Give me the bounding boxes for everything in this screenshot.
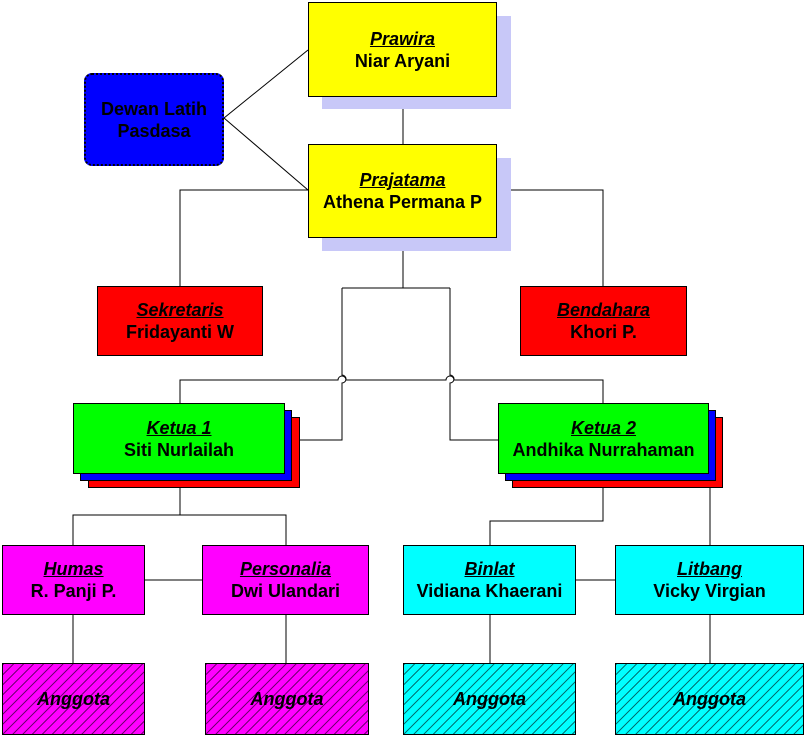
litbang-name: Vicky Virgian xyxy=(653,581,766,601)
litbang-role: Litbang xyxy=(677,559,742,579)
humas-name: R. Panji P. xyxy=(30,581,117,601)
binlat-box: Binlat Vidiana Khaerani xyxy=(403,545,576,615)
ketua1-box: Ketua 1 Siti Nurlailah xyxy=(73,403,285,474)
prawira-box: Prawira Niar Aryani xyxy=(308,2,497,97)
litbang-box: Litbang Vicky Virgian xyxy=(615,545,804,615)
prajatama-box: Prajatama Athena Permana P xyxy=(308,144,497,238)
dewan-latih-line2: Pasdasa xyxy=(117,120,191,141)
bendahara-role: Bendahara xyxy=(556,300,651,320)
anggota-litbang-box: Anggota xyxy=(615,663,804,735)
ketua1-role: Ketua 1 xyxy=(146,417,212,438)
prawira-role: Prawira xyxy=(369,28,436,49)
personalia-box: Personalia Dwi Ulandari xyxy=(202,545,369,615)
sekretaris-role: Sekretaris xyxy=(136,300,224,320)
binlat-role: Binlat xyxy=(464,559,515,579)
humas-box: Humas R. Panji P. xyxy=(2,545,145,615)
prajatama-name: Athena Permana P xyxy=(322,192,483,212)
humas-role: Humas xyxy=(43,559,104,579)
ketua2-role: Ketua 2 xyxy=(570,417,637,438)
anggota-label: Anggota xyxy=(453,689,526,709)
ketua2-name: Andhika Nurrahaman xyxy=(512,439,695,460)
anggota-label: Anggota xyxy=(37,689,110,709)
sekretaris-name: Fridayanti W xyxy=(125,322,234,342)
bendahara-name: Khori P. xyxy=(570,322,637,342)
prajatama-role: Prajatama xyxy=(359,170,446,190)
ketua1-name: Siti Nurlailah xyxy=(123,439,235,460)
bendahara-box: Bendahara Khori P. xyxy=(520,286,687,356)
personalia-role: Personalia xyxy=(239,559,332,579)
dewan-latih-box: Dewan Latih Pasdasa xyxy=(84,73,224,166)
anggota-binlat-box: Anggota xyxy=(403,663,576,735)
personalia-name: Dwi Ulandari xyxy=(230,581,341,601)
binlat-name: Vidiana Khaerani xyxy=(416,581,563,601)
anggota-label: Anggota xyxy=(250,689,324,709)
prawira-name: Niar Aryani xyxy=(354,50,451,71)
anggota-personalia-box: Anggota xyxy=(205,663,369,735)
anggota-label: Anggota xyxy=(673,689,746,709)
dewan-latih-line1: Dewan Latih xyxy=(100,98,207,119)
sekretaris-box: Sekretaris Fridayanti W xyxy=(97,286,263,356)
ketua2-box: Ketua 2 Andhika Nurrahaman xyxy=(498,403,709,474)
anggota-humas-box: Anggota xyxy=(2,663,145,735)
